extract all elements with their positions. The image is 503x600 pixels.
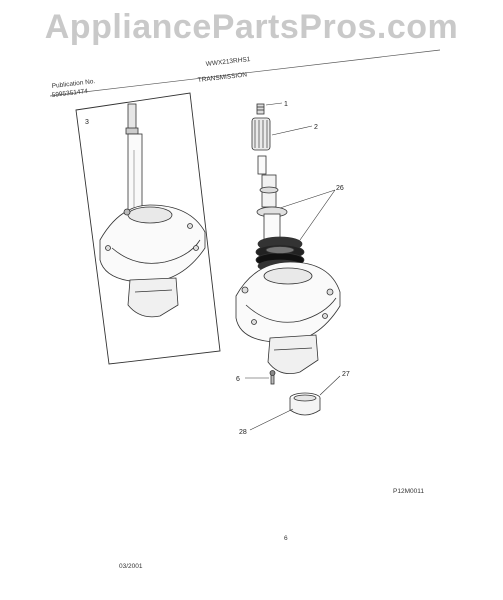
callout-1: 1	[284, 101, 288, 108]
watermark-logo: AppliancePartsPros.com	[44, 8, 459, 46]
issue-date: 03/2001	[119, 563, 143, 570]
callout-28: 28	[239, 429, 247, 436]
transmission-assembly-main	[235, 103, 341, 416]
part-2-coupling	[251, 117, 271, 151]
model-number: WWX213RHS1	[205, 56, 251, 68]
part-1-nut	[256, 103, 265, 115]
inset-callout-number: 3	[85, 119, 89, 126]
callout-27: 27	[342, 371, 350, 378]
figure-code: P12M0011	[393, 488, 424, 495]
transmission-assembly-inset	[99, 103, 206, 318]
page-number: 6	[284, 535, 288, 542]
publication-number: 5995351474	[51, 88, 88, 99]
header-rule	[49, 49, 441, 97]
part-27-28-ring	[289, 392, 321, 416]
inset-box	[75, 92, 221, 365]
section-title: TRANSMISSION	[197, 71, 247, 84]
callout-6: 6	[236, 376, 240, 383]
leader-lines	[245, 102, 341, 431]
part-6-screw	[269, 370, 276, 385]
callout-2: 2	[314, 124, 318, 131]
callout-26: 26	[336, 185, 344, 192]
publication-label: Publication No.	[51, 78, 95, 90]
